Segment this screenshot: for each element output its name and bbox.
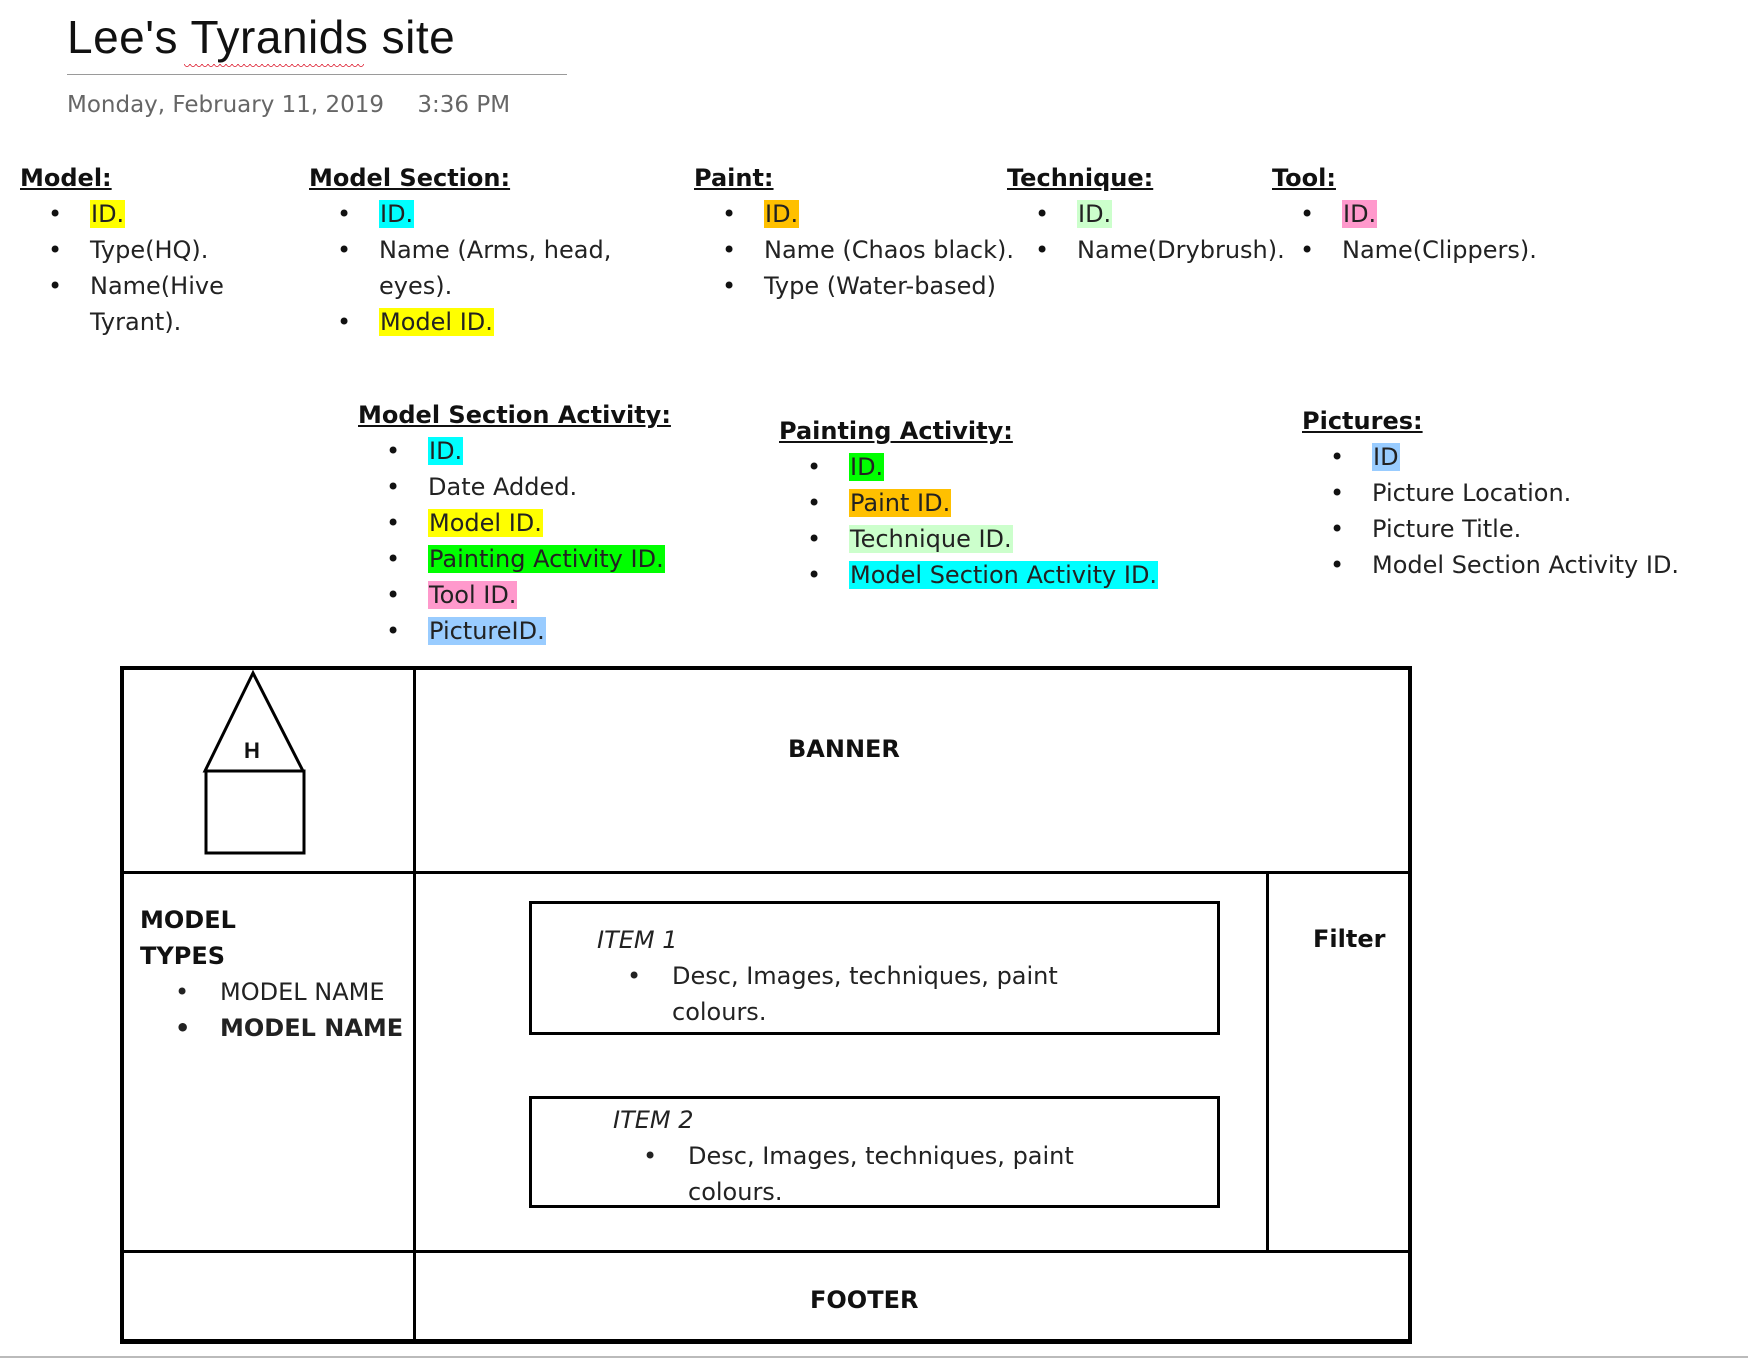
item-desc: Desc, Images, techniques, paint colours.: [627, 958, 1067, 1030]
list-item: Name (Chaos black).: [694, 232, 1034, 268]
entity-technique: Technique: ID. Name(Drybrush).: [1007, 160, 1307, 268]
page-title: Lee's Tyranids site: [67, 11, 456, 63]
sidebar-item-model-name[interactable]: MODEL NAME: [175, 1010, 403, 1046]
footer-label: FOOTER: [810, 1286, 919, 1314]
banner-label: BANNER: [788, 735, 900, 763]
list-item: Picture Location.: [1302, 475, 1742, 511]
list-item: Model Section Activity ID.: [779, 557, 1199, 593]
title-underline: [67, 74, 567, 75]
list-item: Type(HQ).: [20, 232, 320, 268]
filter-panel: [1266, 871, 1412, 1253]
page-time: 3:36 PM: [417, 92, 511, 118]
item-title: ITEM 1: [597, 926, 678, 954]
entity-title: Painting Activity:: [779, 417, 1013, 445]
page-bottom-divider: [0, 1356, 1748, 1358]
model-types-list: MODEL NAME MODEL NAME: [175, 974, 403, 1046]
list-item: ID: [1302, 439, 1742, 475]
sidebar-title-line-1: MODEL: [140, 906, 236, 934]
home-icon[interactable]: H: [200, 668, 320, 858]
list-item: ID.: [694, 196, 1034, 232]
entity-title: Model Section Activity:: [358, 401, 671, 429]
entity-model: Model: ID. Type(HQ). Name(Hive Tyrant).: [20, 160, 320, 340]
list-item: Model ID.: [358, 505, 738, 541]
list-item: Name(Hive Tyrant).: [20, 268, 320, 340]
entity-title: Model Section:: [309, 164, 511, 192]
list-item: ID.: [20, 196, 320, 232]
entity-model-section: Model Section: ID. Name (Arms, head, eye…: [309, 160, 649, 340]
sidebar-item-model-name[interactable]: MODEL NAME: [175, 974, 403, 1010]
entity-painting-activity: Painting Activity: ID. Paint ID. Techniq…: [779, 413, 1199, 593]
item-card-1[interactable]: [529, 901, 1220, 1035]
entity-tool: Tool: ID. Name(Clippers).: [1272, 160, 1572, 268]
item-desc: Desc, Images, techniques, paint colours.: [643, 1138, 1083, 1210]
list-item: ID.: [1007, 196, 1307, 232]
list-item: Painting Activity ID.: [358, 541, 738, 577]
list-item: Type (Water-based): [694, 268, 1034, 304]
entity-pictures: Pictures: ID Picture Location. Picture T…: [1302, 403, 1742, 583]
list-item: ID.: [779, 449, 1199, 485]
entity-title: Tool:: [1272, 164, 1336, 192]
page-dateline: Monday, February 11, 2019 3:36 PM: [67, 92, 510, 118]
list-item: ID.: [1272, 196, 1572, 232]
list-item: Name (Arms, head, eyes).: [309, 232, 629, 304]
filter-label[interactable]: Filter: [1313, 925, 1386, 953]
list-item: PictureID.: [358, 613, 738, 649]
footer-region: [120, 1250, 1412, 1342]
page-date: Monday, February 11, 2019: [67, 92, 385, 118]
entity-title: Model:: [20, 164, 112, 192]
list-item: Technique ID.: [779, 521, 1199, 557]
list-item: Picture Title.: [1302, 511, 1742, 547]
list-item: Tool ID.: [358, 577, 738, 613]
list-item: Name(Clippers).: [1272, 232, 1572, 268]
entity-title: Technique:: [1007, 164, 1154, 192]
item-card-2-content: ITEM 2 Desc, Images, techniques, paint c…: [613, 1102, 1083, 1210]
entity-title: Paint:: [694, 164, 774, 192]
sidebar-heading: MODEL TYPES: [140, 902, 236, 974]
entity-title: Pictures:: [1302, 407, 1423, 435]
list-item: Model Section Activity ID.: [1302, 547, 1742, 583]
list-item: Name(Drybrush).: [1007, 232, 1307, 268]
entity-paint: Paint: ID. Name (Chaos black). Type (Wat…: [694, 160, 1034, 304]
sidebar-title-line-2: TYPES: [140, 942, 226, 970]
entity-model-section-activity: Model Section Activity: ID. Date Added. …: [358, 397, 738, 649]
item-title: ITEM 2: [613, 1106, 694, 1134]
spellcheck-squiggle: [184, 64, 364, 70]
list-item: Paint ID.: [779, 485, 1199, 521]
home-letter: H: [244, 738, 260, 763]
list-item: ID.: [358, 433, 738, 469]
list-item: ID.: [309, 196, 649, 232]
list-item: Model ID.: [309, 304, 649, 340]
item-card-1-content: ITEM 1 Desc, Images, techniques, paint c…: [597, 922, 1067, 1030]
banner-region: [120, 666, 1412, 874]
list-item: Date Added.: [358, 469, 738, 505]
